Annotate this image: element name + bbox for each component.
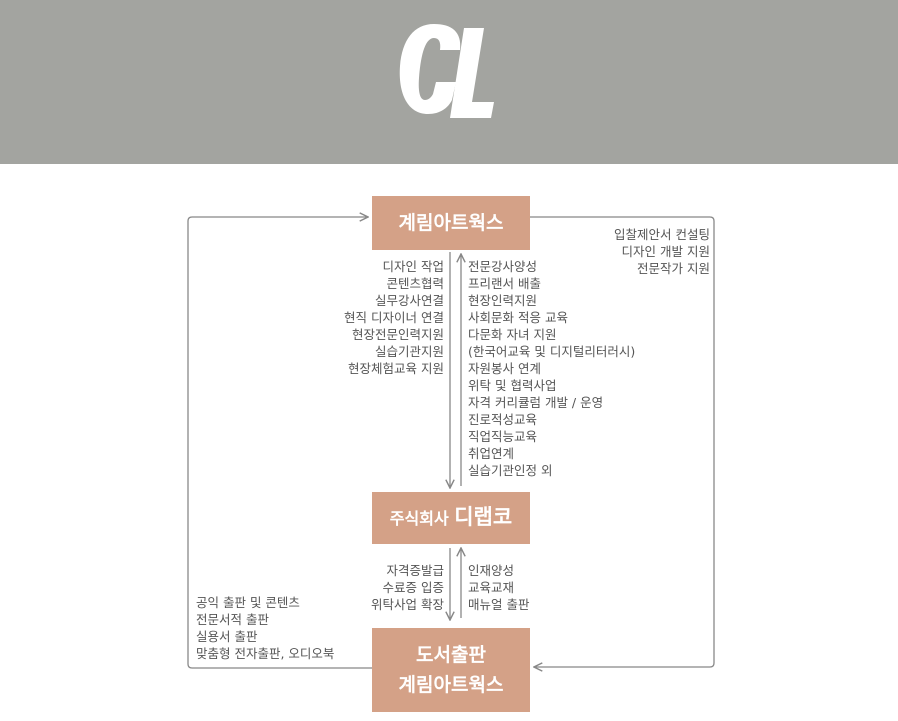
bottom-left-services-list: 공익 출판 및 콘텐츠 전문서적 출판 실용서 출판 맞춤형 전자출판, 오디오…	[196, 594, 334, 662]
arrow-top-to-bottom-right	[530, 216, 715, 667]
list-item: 위탁사업 확장	[371, 597, 444, 612]
list-item: 다문화 자녀 지원	[468, 327, 557, 342]
box-middle-prefix: 주식회사	[389, 509, 455, 528]
list-item: 실무강사연결	[374, 293, 444, 308]
list-item: 실습기관지원	[374, 344, 444, 359]
list-item: 사회문화 적응 교육	[468, 310, 568, 325]
list-item: 실용서 출판	[196, 629, 258, 644]
list-item: 교육교재	[468, 580, 515, 595]
box-middle-label: 주식회사 디랩코	[390, 502, 512, 534]
list-item: 맞춤형 전자출판, 오디오북	[196, 646, 335, 661]
list-item: 현장전문인력지원	[351, 327, 444, 342]
list-item: 전문서적 출판	[196, 612, 269, 627]
box-top-label: 계림아트웍스	[398, 212, 504, 234]
list-item: (한국어교육 및 디지털리터러시)	[468, 344, 636, 359]
list-item: 현장인력지원	[468, 293, 538, 308]
list-item: 취업연계	[468, 446, 515, 461]
list-item: 자격증발급	[386, 563, 444, 578]
box-dlabco: 주식회사 디랩코	[372, 492, 530, 544]
top-to-middle-list: 디자인 작업 콘텐츠협력 실무강사연결 현직 디자이너 연결 현장전문인력지원 …	[344, 258, 444, 377]
top-right-services-list: 입찰제안서 컨설팅 디자인 개발 지원 전문작가 지원	[614, 226, 710, 277]
bottom-to-middle-list: 인재양성 교육교재 매뉴얼 출판	[468, 562, 529, 613]
list-item: 자원봉사 연계	[468, 361, 541, 376]
box-gyerim-art-works: 계림아트웍스	[372, 196, 530, 250]
list-item: 직업직능교육	[468, 429, 538, 444]
middle-to-top-list: 전문강사양성 프리랜서 배출 현장인력지원 사회문화 적응 교육 다문화 자녀 …	[468, 258, 635, 479]
list-item: 현장체험교육 지원	[348, 361, 444, 376]
list-item: 자격 커리큘럼 개발 / 운영	[468, 395, 604, 410]
list-item: 수료증 입증	[382, 580, 444, 595]
list-item: 전문강사양성	[468, 259, 538, 274]
list-item: 디자인 작업	[382, 259, 444, 274]
list-item: 매뉴얼 출판	[468, 597, 530, 612]
list-item: 콘텐츠협력	[386, 276, 444, 291]
list-item: 현직 디자이너 연결	[344, 310, 444, 325]
list-item: 위탁 및 협력사업	[468, 378, 557, 393]
box-publishing: 도서출판 계림아트웍스	[372, 628, 530, 712]
box-bottom-line2: 계림아트웍스	[398, 674, 504, 696]
logo-letter-l	[450, 28, 494, 118]
gl-logo	[399, 24, 494, 118]
list-item: 진로적성교육	[468, 412, 538, 427]
middle-to-bottom-list: 자격증발급 수료증 입증 위탁사업 확장	[371, 562, 444, 613]
box-bottom-line1: 도서출판	[416, 644, 486, 666]
list-item: 공익 출판 및 콘텐츠	[196, 595, 300, 610]
box-middle-strong: 디랩코	[454, 505, 513, 529]
list-item: 전문작가 지원	[637, 261, 710, 276]
list-item: 실습기관인정 외	[468, 463, 553, 478]
logo-letter-g	[399, 24, 461, 114]
arrow-bottom-to-top-left	[187, 217, 372, 669]
header-banner	[0, 0, 898, 164]
list-item: 디자인 개발 지원	[621, 244, 710, 259]
list-item: 입찰제안서 컨설팅	[614, 227, 710, 242]
list-item: 프리랜서 배출	[468, 276, 541, 291]
list-item: 인재양성	[468, 563, 515, 578]
